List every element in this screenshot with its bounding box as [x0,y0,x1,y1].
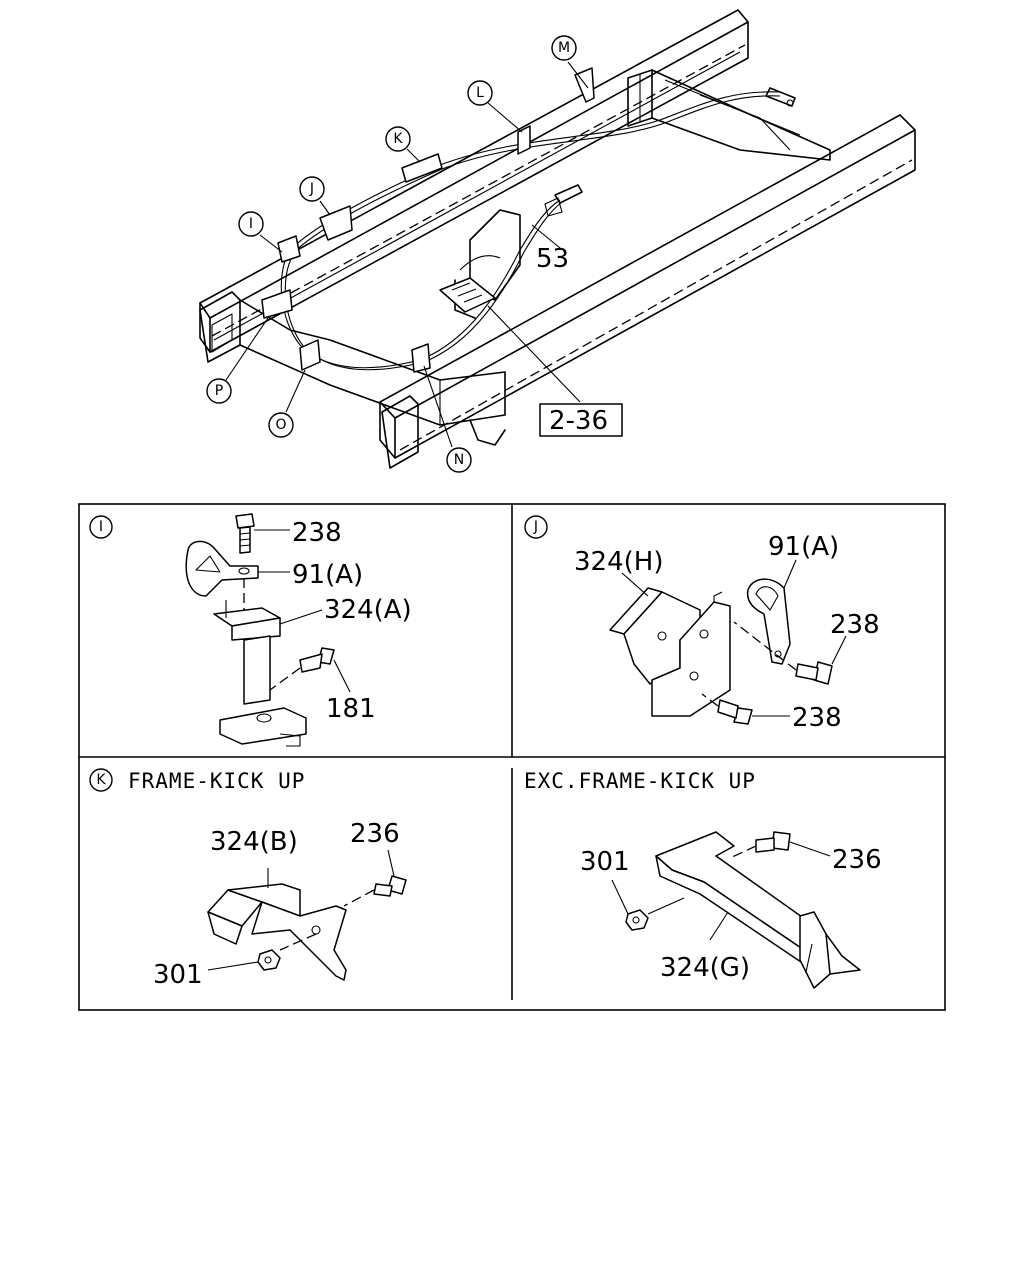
panel-i: I 238 91(A) 324(A) 181 [89,513,412,747]
label-301: 301 [153,960,203,990]
callout-k: K [385,126,411,152]
label-181: 181 [326,694,376,724]
label-324h: 324(H) [574,547,663,577]
svg-text:M: M [558,40,570,56]
label-91a: 91(A) [292,560,363,590]
label-324b: 324(B) [210,827,298,857]
svg-text:2-36: 2-36 [549,406,608,436]
svg-text:O: O [275,417,286,433]
frame-overview: M L K J I P O N 53 [199,9,916,473]
ref-box-2-36: 2-36 [539,403,623,437]
label-301: 301 [580,847,630,877]
panel-exc-title: EXC.FRAME-KICK UP [524,769,756,793]
svg-text:J: J [533,519,538,535]
label-236: 236 [832,845,882,875]
panel-k-title: FRAME-KICK UP [128,769,305,793]
svg-text:N: N [454,452,464,468]
svg-text:I: I [99,519,103,535]
callout-i: I [238,211,264,237]
svg-text:K: K [96,772,106,788]
label-238-lower: 238 [792,703,842,733]
callout-j: J [299,176,325,202]
svg-text:I: I [249,216,253,232]
label-53: 53 [536,244,569,274]
label-238: 238 [292,518,342,548]
label-91a: 91(A) [768,532,839,562]
label-324g: 324(G) [660,953,750,983]
svg-text:J: J [309,181,314,197]
panel-exc: EXC.FRAME-KICK UP 301 236 324(G) [524,769,882,989]
callout-p: P [206,378,232,404]
label-238-right: 238 [830,610,880,640]
callout-l: L [467,80,493,106]
svg-text:P: P [215,383,223,399]
svg-text:K: K [393,131,403,147]
callout-o: O [268,412,294,438]
panel-j: J 324(H) 91(A) 238 238 [524,515,880,733]
label-236: 236 [350,819,400,849]
callout-n: N [446,447,472,473]
panel-k: K FRAME-KICK UP 324(B) 236 301 [89,768,407,990]
detail-grid [78,503,946,1011]
svg-text:L: L [476,85,484,101]
label-324a: 324(A) [324,595,412,625]
callout-m: M [551,35,577,61]
